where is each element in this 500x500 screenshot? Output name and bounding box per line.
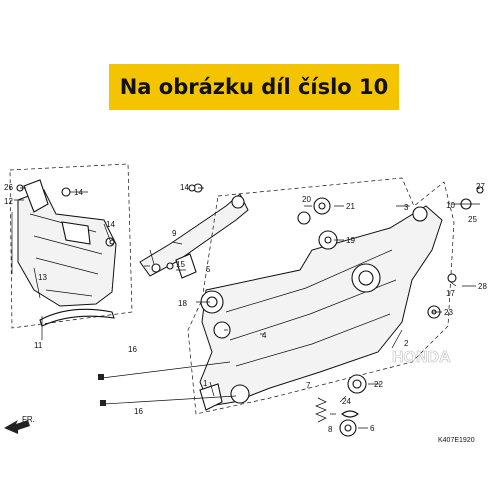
reference-outline	[9, 163, 133, 329]
stud-bolts	[98, 361, 237, 406]
callout-15: 15	[176, 260, 185, 269]
callout-16-lower: 16	[134, 407, 143, 416]
callout-14-upper-left: 14	[74, 188, 83, 197]
banner-text: Na obrázku díl číslo 10	[119, 75, 389, 99]
callout-28: 28	[478, 282, 487, 291]
callout-14-left: 14	[106, 220, 115, 229]
leader-lines	[11, 187, 480, 429]
callout-1: 1	[203, 379, 208, 388]
callout-7: 7	[306, 381, 311, 390]
callout-11: 11	[34, 341, 43, 350]
callout-18: 18	[178, 299, 187, 308]
callout-4: 4	[262, 331, 267, 340]
callout-2: 2	[404, 339, 409, 348]
callout-13: 13	[38, 273, 47, 282]
guard-cover	[17, 179, 117, 327]
callout-20: 20	[302, 195, 311, 204]
diagram-code: K407E1920	[438, 437, 475, 444]
honda-watermark: HONDA	[392, 349, 451, 366]
callout-16-upper: 16	[128, 345, 137, 354]
callout-labels: 1 2 3 4 5 6 7 8 9 10 11 12 13 14 14 14 1…	[4, 182, 487, 434]
callout-17: 17	[446, 289, 455, 298]
callout-8: 8	[328, 425, 333, 434]
callout-10: 10	[446, 201, 455, 210]
callout-14-center: 14	[180, 183, 189, 192]
callout-25: 25	[468, 215, 477, 224]
spring	[315, 397, 327, 423]
callout-21: 21	[346, 202, 355, 211]
callout-5: 5	[206, 265, 211, 274]
callout-12: 12	[4, 197, 13, 206]
callout-6: 6	[370, 424, 375, 433]
callout-9: 9	[172, 229, 177, 238]
front-arrow-icon	[4, 420, 30, 434]
reference-outline	[187, 177, 455, 415]
callout-3: 3	[404, 203, 409, 212]
front-marker-label: FR.	[22, 415, 35, 424]
rear-bracket	[139, 183, 249, 279]
callout-27: 27	[476, 182, 485, 191]
callout-22: 22	[374, 380, 383, 389]
callout-19: 19	[346, 236, 355, 245]
part-number-banner: Na obrázku díl číslo 10	[109, 64, 399, 110]
callout-24: 24	[342, 397, 351, 406]
callout-26: 26	[4, 183, 13, 192]
gasket	[341, 410, 359, 418]
callout-23: 23	[444, 308, 453, 317]
crankcase	[199, 205, 443, 411]
